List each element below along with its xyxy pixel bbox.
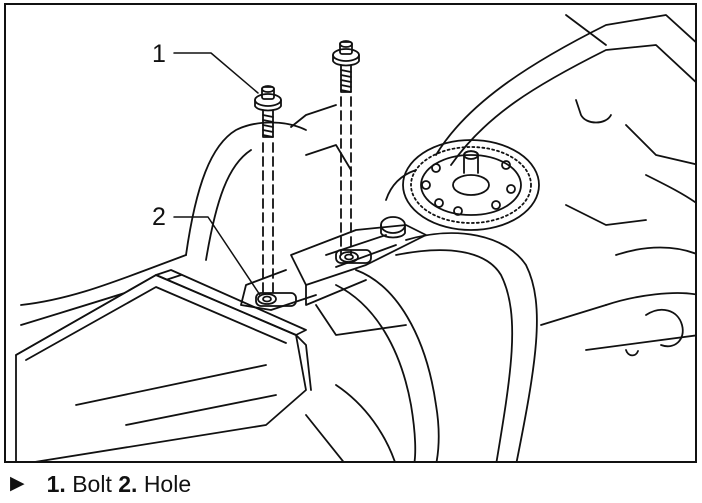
lower-cover: [15, 269, 312, 461]
machine-housing: [435, 14, 695, 357]
alignment-lines: [262, 96, 352, 296]
leader-line-1: [173, 52, 259, 94]
leader-line-2: [173, 216, 261, 296]
line-drawing: [15, 14, 695, 461]
hole-marker: [255, 249, 372, 307]
bolt-right: [332, 40, 360, 93]
left-housing: [20, 104, 352, 326]
figure-caption: ▶ 1. Bolt 2. Hole: [10, 470, 191, 498]
callout-number-1: 1: [152, 40, 166, 68]
callout-number-2: 2: [152, 203, 166, 231]
assembly-illustration: 1 2: [4, 3, 697, 463]
gear-wheel: [385, 139, 540, 231]
caption-item-1-label: Bolt: [72, 471, 112, 497]
leader-lines: [173, 52, 261, 296]
handle-frame: [305, 232, 607, 461]
caption-marker-icon: ▶: [10, 473, 25, 494]
caption-item-1-number: 1.: [46, 471, 66, 497]
bolt-left: [254, 85, 282, 138]
caption-item-2-number: 2.: [118, 471, 138, 497]
caption-item-2-label: Hole: [143, 471, 192, 497]
